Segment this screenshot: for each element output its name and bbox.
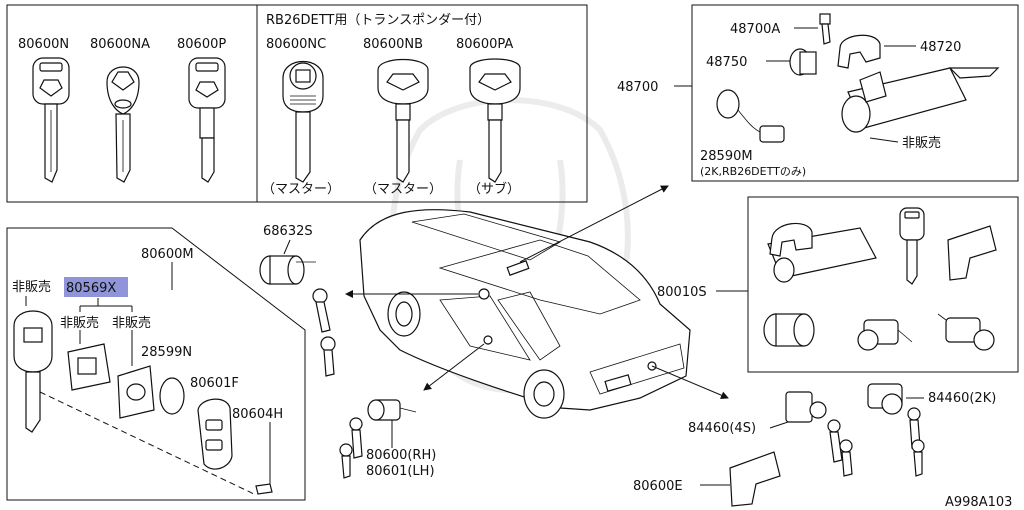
- cover-80601f: [197, 398, 233, 470]
- label-80604h: 80604H: [232, 407, 283, 422]
- key-80600p: [188, 57, 226, 183]
- label-68632s: 68632S: [263, 224, 313, 239]
- transponder-chip: [67, 343, 111, 391]
- label-80600nc: 80600NC: [266, 37, 326, 52]
- label-84460-4s: 84460(4S): [688, 421, 756, 436]
- highlight-box: [64, 277, 128, 297]
- label-80600e: 80600E: [633, 479, 683, 494]
- cylinder-48750: [789, 48, 817, 76]
- label-80010s: 80010S: [657, 285, 707, 300]
- label-80601f: 80601F: [190, 376, 239, 391]
- door-lock-cylinder: [339, 399, 417, 479]
- label-80600-rh: 80600(RH): [366, 448, 436, 463]
- label-80601-lh: 80601(LH): [366, 464, 435, 479]
- arrow-to-door-lock: [423, 343, 485, 391]
- label-48750: 48750: [706, 55, 747, 70]
- label-48700: 48700: [617, 80, 658, 95]
- bracket-48720: [837, 34, 881, 69]
- key-shell: [13, 310, 53, 433]
- caption-sub: （サブ）: [468, 181, 520, 197]
- label-not-sold-3: 非販売: [112, 315, 151, 331]
- label-80600p: 80600P: [177, 37, 226, 52]
- set-panel: [747, 196, 1019, 373]
- set-ignition-lock: [767, 222, 877, 283]
- screw-48700a: [819, 13, 831, 45]
- set-cylinder-3: [937, 313, 995, 351]
- cylinder-68632s: [259, 255, 316, 285]
- ring-28590m: [716, 89, 785, 143]
- label-not-sold-2: 非販売: [60, 315, 99, 331]
- car-illustration: [359, 209, 691, 419]
- label-80600n: 80600N: [18, 37, 69, 52]
- set-clip: [947, 225, 997, 281]
- keys-panel: [6, 4, 588, 203]
- label-80600pa: 80600PA: [456, 37, 513, 52]
- label-not-sold-ignition: 非販売: [902, 135, 941, 151]
- label-80600m: 80600M: [141, 247, 194, 262]
- key-80600nb: [377, 59, 429, 183]
- caption-master-1: （マスター）: [262, 182, 340, 197]
- arrow-to-trunk-lock: [651, 365, 729, 399]
- label-not-sold-1: 非販売: [12, 279, 51, 295]
- battery-28599n: [159, 377, 185, 415]
- key-80600pa: [469, 58, 521, 183]
- label-80600na: 80600NA: [90, 37, 150, 52]
- ignition-panel: [691, 4, 1019, 182]
- label-84460-2k: 84460(2K): [928, 391, 996, 406]
- arrow-to-ignition: [519, 185, 669, 263]
- key-80600nc: [282, 60, 324, 183]
- set-cylinder-1: [763, 313, 815, 347]
- figure-code: A998A103: [945, 495, 1012, 510]
- screw-80604h: [255, 483, 273, 495]
- label-48700a: 48700A: [730, 22, 780, 37]
- key-insert: [117, 365, 155, 419]
- key-80600n: [32, 57, 70, 183]
- set-cylinder-2: [857, 319, 913, 351]
- label-80569x: 80569X: [66, 281, 116, 296]
- set-key: [899, 207, 925, 285]
- label-28590m: 28590M: [700, 149, 753, 164]
- label-80600nb: 80600NB: [363, 37, 423, 52]
- label-2k-rb26-note: (2K,RB26DETTのみ): [700, 165, 806, 178]
- clip-80600e: [729, 451, 781, 507]
- trunk-cylinder-4s: [785, 391, 853, 477]
- keyblank-panel: [6, 227, 306, 501]
- keys-68632s: [312, 288, 336, 377]
- label-48720: 48720: [920, 40, 961, 55]
- key-80600na: [106, 66, 140, 183]
- lock-body: [841, 67, 1000, 133]
- trunk-cylinder-2k: [867, 383, 925, 477]
- caption-master-2: （マスター）: [364, 182, 442, 197]
- label-28599n: 28599N: [141, 345, 192, 360]
- rb26-header: RB26DETT用（トランスポンダー付）: [266, 13, 490, 28]
